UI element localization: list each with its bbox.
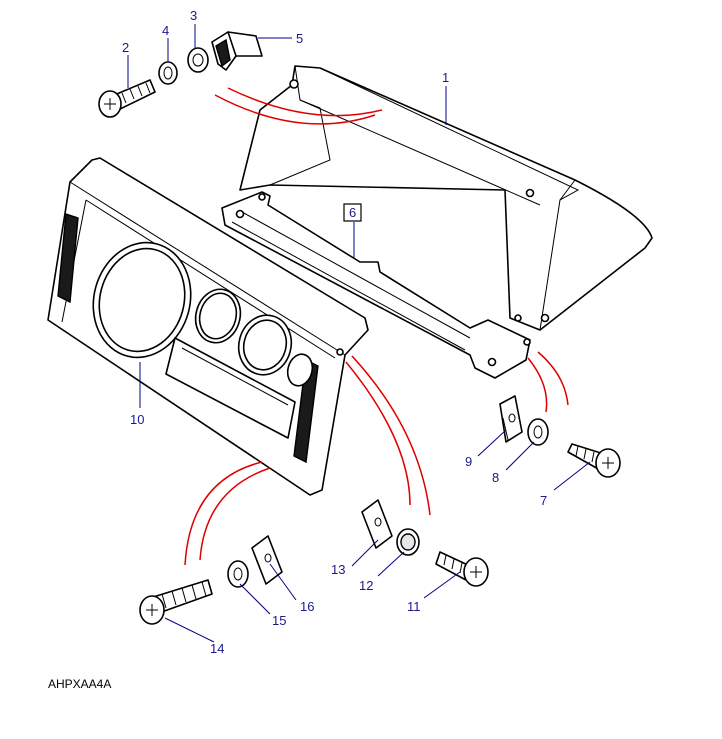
- leader-lines: [127, 24, 591, 643]
- star-washer-part-8: [527, 418, 549, 446]
- grommet-part-12: [396, 528, 420, 556]
- instrument-housing-part-1: [239, 65, 653, 331]
- callout-10: 10: [130, 412, 144, 427]
- spire-clip-part-13: [361, 499, 393, 549]
- callout-9: 9: [465, 454, 472, 469]
- washer-part-3: [187, 47, 209, 73]
- callout-13: 13: [331, 562, 345, 577]
- screw-part-7: [567, 443, 621, 478]
- callout-4: 4: [162, 23, 169, 38]
- callout-7: 7: [540, 493, 547, 508]
- callout-16: 16: [300, 599, 314, 614]
- instrument-bezel-part-10: [47, 157, 369, 496]
- star-washer-part-15: [227, 560, 249, 588]
- screw-part-2: [98, 79, 156, 118]
- callout-3: 3: [190, 8, 197, 23]
- screw-part-14: [139, 579, 213, 625]
- screw-part-11: [435, 551, 489, 587]
- mounting-bracket-part-6: [221, 191, 531, 379]
- callout-1: 1: [442, 70, 449, 85]
- callout-15: 15: [272, 613, 286, 628]
- callout-2: 2: [122, 40, 129, 55]
- clip-nut-part-5: [211, 31, 263, 71]
- spire-clip-part-9: [499, 395, 523, 443]
- callout-14: 14: [210, 641, 224, 656]
- spring-washer-part-4: [158, 61, 178, 85]
- callout-11: 11: [407, 599, 421, 614]
- spire-clip-part-16: [251, 535, 283, 585]
- drawing-code: AHPXAA4A: [48, 677, 111, 691]
- callout-labels: 1 2 3 4 5 6 7 8 9 10 11 12 13 14 15 16: [122, 8, 547, 656]
- assembly-paths: [184, 87, 569, 566]
- callout-6-box: [343, 203, 362, 222]
- callout-6: 6: [349, 205, 356, 220]
- callout-8: 8: [492, 470, 499, 485]
- callout-5: 5: [296, 31, 303, 46]
- callout-12: 12: [359, 578, 373, 593]
